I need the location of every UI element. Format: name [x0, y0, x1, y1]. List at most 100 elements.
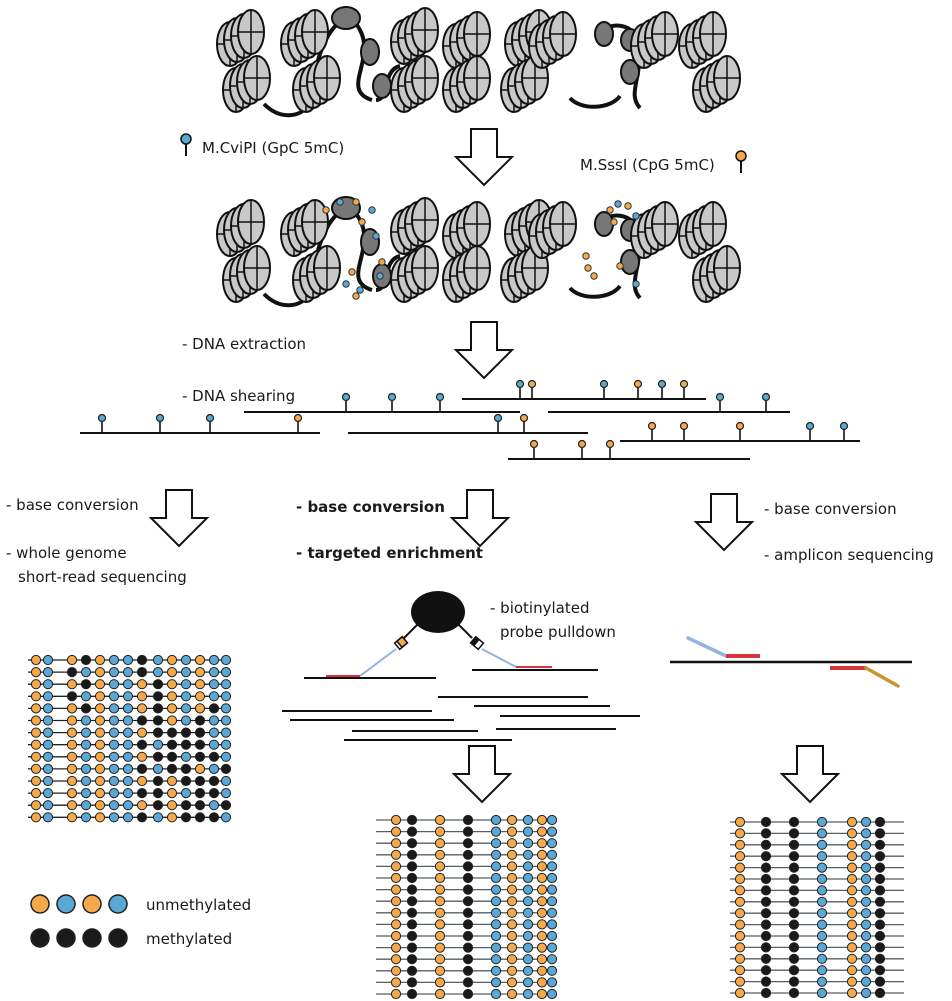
cpg-site-circle — [760, 873, 772, 885]
amplicon-methylation-matrix — [730, 816, 904, 999]
cpg-site-circle — [788, 862, 800, 873]
cpg-site-circle — [152, 667, 164, 678]
cpg-site-circle — [846, 976, 858, 987]
cpg-site-circle — [490, 838, 502, 849]
blue-lollipop-icon — [205, 413, 215, 423]
cpg-site-circle — [490, 907, 502, 918]
cpg-site-circle — [874, 908, 886, 919]
cpg-site-circle — [220, 800, 232, 811]
cpg-site-circle — [522, 930, 534, 942]
cpg-site-circle — [42, 679, 54, 690]
cpg-site-circle — [220, 775, 232, 787]
cpg-site-circle — [734, 908, 746, 919]
cpg-site-circle — [816, 839, 828, 850]
cpg-site-circle — [734, 919, 746, 930]
cpg-site-circle — [760, 839, 772, 850]
cpg-site-circle — [108, 788, 120, 799]
cpg-site-circle — [734, 976, 746, 987]
cpg-site-circle — [30, 763, 42, 775]
cpg-site-circle — [434, 907, 446, 918]
blue-lollipop-icon — [97, 413, 107, 423]
cpg-site-circle — [122, 679, 134, 690]
cpg-site-circle — [846, 953, 858, 964]
cpg-site-circle — [788, 885, 800, 896]
cpg-site-circle — [406, 849, 418, 860]
methylated-circle — [56, 928, 76, 948]
cpg-site-circle — [462, 849, 474, 860]
cpg-site-circle — [546, 954, 558, 965]
cpg-site-circle — [194, 654, 206, 666]
cpg-site-circle — [522, 849, 534, 860]
gpc-methyl-mark-icon — [372, 232, 380, 240]
cpg-site-circle — [30, 679, 42, 690]
unmethylated-cpg-circle — [30, 894, 50, 914]
cpg-site-circle — [42, 812, 54, 823]
cpg-site-circle — [490, 942, 502, 953]
unmethylated-cpg-circle — [82, 894, 102, 914]
cpg-site-circle — [220, 763, 232, 775]
probe-label-line2: probe pulldown — [500, 623, 616, 641]
cpg-site-circle — [434, 872, 446, 884]
cpg-site-circle — [406, 838, 418, 849]
linker-dna — [568, 94, 622, 109]
cpg-site-circle — [760, 862, 772, 873]
cpg-site-circle — [136, 715, 148, 726]
cpg-site-circle — [180, 691, 192, 702]
cpg-site-circle — [522, 896, 534, 907]
linker-dna — [568, 284, 622, 299]
orange-lollipop-icon — [577, 439, 587, 449]
cpg-site-circle — [874, 816, 886, 828]
methylated-label: methylated — [146, 930, 232, 948]
cpg-enzyme-legend: M.SssI (CpG 5mC) — [580, 150, 747, 174]
cpg-site-circle — [194, 812, 206, 823]
cpg-site-circle — [66, 739, 78, 750]
cpg-site-circle — [136, 788, 148, 799]
right-step-amplicon: - amplicon sequencing — [764, 546, 934, 564]
cpg-site-circle — [874, 976, 886, 987]
cpg-site-circle — [462, 872, 474, 884]
cpg-site-circle — [874, 828, 886, 839]
cpg-site-circle — [122, 654, 134, 666]
cpg-site-circle — [94, 727, 106, 738]
down-arrow-icon — [455, 128, 513, 186]
blue-lollipop-icon — [805, 421, 815, 431]
cpg-site-circle — [406, 919, 418, 930]
cpg-site-circle — [490, 954, 502, 965]
cpg-methyl-mark-icon — [610, 218, 618, 226]
methylation-legend: unmethylated methylated — [30, 894, 251, 948]
cpg-site-circle — [788, 828, 800, 839]
cpg-site-circle — [874, 930, 886, 942]
cpg-site-circle — [66, 667, 78, 678]
cpg-site-circle — [220, 679, 232, 690]
cpg-site-circle — [536, 965, 548, 976]
cpg-site-circle — [788, 896, 800, 907]
cpg-site-circle — [220, 751, 232, 762]
cpg-site-circle — [108, 727, 120, 738]
cpg-site-circle — [166, 679, 178, 690]
cpg-site-circle — [166, 654, 178, 666]
nucleosome-icon — [391, 246, 438, 302]
cpg-site-circle — [860, 896, 872, 907]
cpg-site-circle — [462, 884, 474, 895]
cpg-site-circle — [152, 703, 164, 714]
cpg-site-circle — [30, 703, 42, 714]
probe-label-line1: - biotinylated — [490, 599, 589, 617]
cpg-site-circle — [874, 965, 886, 976]
cpg-site-circle — [506, 930, 518, 942]
cpg-site-circle — [760, 816, 772, 828]
cpg-site-circle — [194, 775, 206, 787]
cpg-site-circle — [734, 896, 746, 907]
cpg-site-circle — [874, 953, 886, 964]
dna-shearing-label: - DNA shearing — [182, 387, 295, 405]
cpg-site-circle — [522, 814, 534, 826]
cpg-site-circle — [536, 884, 548, 895]
gpc-methyl-mark-icon — [336, 198, 344, 206]
cpg-site-circle — [166, 775, 178, 787]
cpg-site-circle — [194, 788, 206, 799]
nucleosome-icon — [631, 202, 678, 258]
cpg-site-circle — [816, 942, 828, 953]
cpg-site-circle — [390, 907, 402, 918]
orange-lollipop-icon — [735, 421, 745, 431]
cpg-site-circle — [80, 727, 92, 738]
